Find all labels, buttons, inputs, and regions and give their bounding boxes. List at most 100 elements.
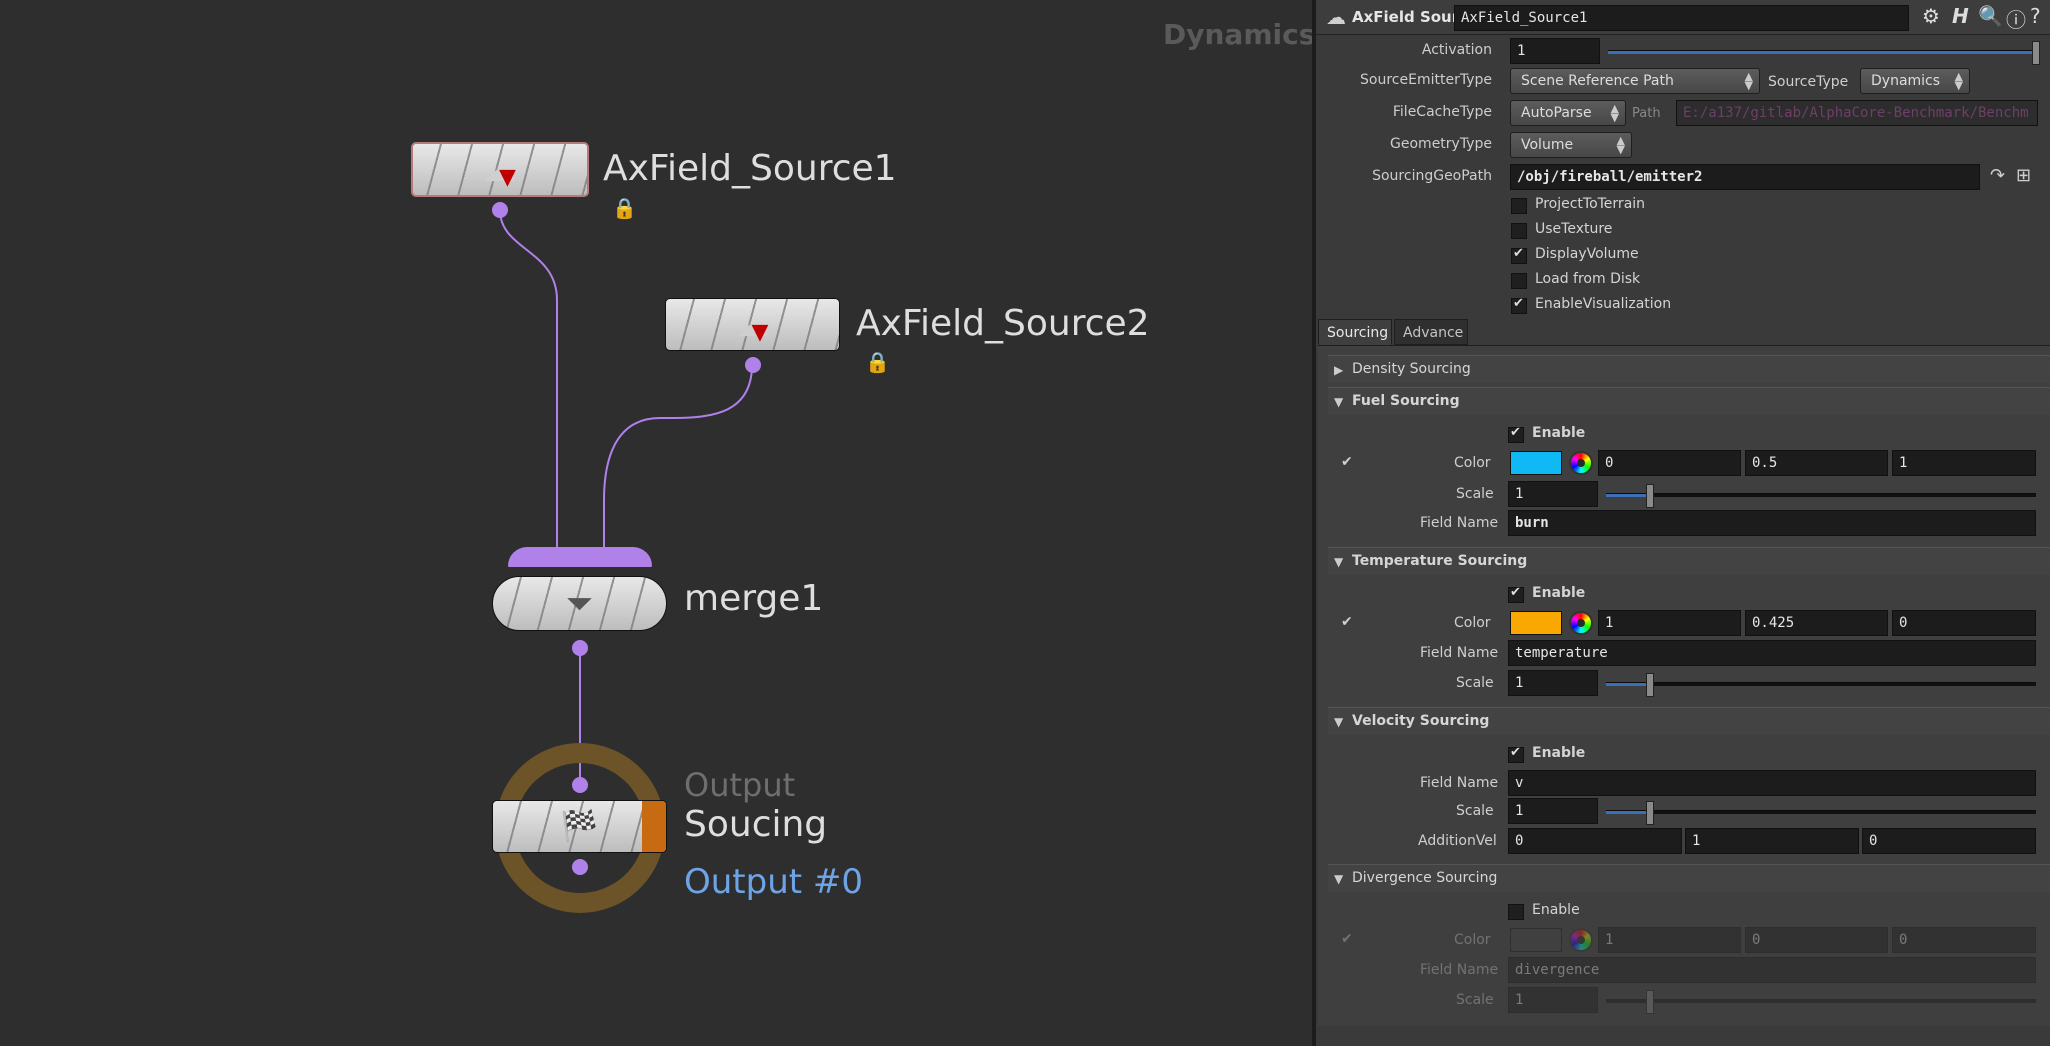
divergence-enable-checkbox[interactable] (1508, 904, 1524, 920)
load-from-disk-checkbox[interactable] (1511, 273, 1527, 289)
source-type-menu[interactable]: Dynamics▲▼ (1860, 68, 1970, 94)
use-texture-checkbox[interactable] (1511, 223, 1527, 239)
temperature-color-swatch[interactable] (1510, 611, 1562, 635)
folder-divergence-sourcing[interactable]: ▼ Divergence Sourcing (1328, 864, 2050, 892)
output-port-output[interactable] (572, 859, 588, 875)
network-editor[interactable]: Dynamics ☁▼ AxField_Source1 🔒 ☁▼ AxField… (0, 0, 1315, 1046)
file-cache-type-label: FileCacheType (1392, 104, 1492, 120)
gear-icon[interactable]: ⚙ (1922, 4, 1940, 28)
output-port-source2[interactable] (745, 357, 761, 373)
node-label-merge: merge1 (684, 578, 824, 619)
geometry-type-menu[interactable]: Volume▲▼ (1510, 132, 1632, 158)
fuel-color-g[interactable]: 0.5 (1745, 450, 1888, 476)
row-source-emitter-type: SourceEmitterType Scene Reference Path▲▼… (1316, 66, 2050, 96)
node-merge1[interactable]: ⏷ (492, 576, 667, 631)
folder-density-sourcing[interactable]: ▶ Density Sourcing (1328, 355, 2050, 383)
node-output-soucing[interactable]: 🏁 (492, 800, 667, 853)
fuel-color-swatch[interactable] (1510, 451, 1562, 475)
fuel-scale-slider[interactable] (1606, 484, 2036, 508)
divergence-scale-label: Scale (1456, 992, 1494, 1008)
project-to-terrain-label: ProjectToTerrain (1535, 196, 1646, 212)
search-icon[interactable]: 🔍 (1978, 4, 2003, 28)
output-port-merge[interactable] (572, 640, 588, 656)
divergence-scale-slider (1606, 990, 2036, 1014)
fuel-color-b[interactable]: 1 (1892, 450, 2036, 476)
row-sourcing-geo-path: SourcingGeoPath /obj/fireball/emitter2 ↷… (1316, 162, 2050, 192)
file-cache-type-menu[interactable]: AutoParse▲▼ (1510, 100, 1626, 126)
info-icon[interactable]: ⓘ (2006, 8, 2026, 32)
collapse-arrow-icon: ▼ (1334, 555, 1344, 569)
help-h-icon[interactable]: H (1952, 4, 1969, 28)
fuel-enable-checkbox[interactable] (1508, 425, 1524, 443)
velocity-scale-field[interactable]: 1 (1508, 798, 1598, 824)
temperature-enable-checkbox[interactable] (1508, 585, 1524, 603)
input-port-output[interactable] (572, 777, 588, 793)
velocity-addvel-y[interactable]: 1 (1685, 828, 1859, 854)
divergence-title: Divergence Sourcing (1352, 870, 1498, 886)
fuel-color-r[interactable]: 0 (1598, 450, 1741, 476)
wire-source1-merge (499, 209, 558, 560)
lock-icon[interactable]: 🔒 (865, 350, 890, 374)
velocity-scale-slider[interactable] (1606, 801, 2036, 825)
tab-advance[interactable]: Advance (1394, 319, 1468, 345)
fuel-field-name[interactable]: burn (1508, 510, 2036, 536)
temperature-color-b[interactable]: 0 (1892, 610, 2036, 636)
temperature-field-label: Field Name (1420, 645, 1499, 661)
sourcing-geo-path-field[interactable]: /obj/fireball/emitter2 (1510, 164, 1980, 190)
display-volume-checkbox[interactable] (1511, 246, 1527, 264)
node-type-label: AxField Source (1352, 8, 1479, 26)
fuel-color-animate-check[interactable]: ✔ (1341, 454, 1353, 470)
lock-icon[interactable]: 🔒 (612, 196, 637, 220)
help-icon[interactable]: ? (2030, 4, 2041, 28)
folder-velocity-sourcing[interactable]: ▼ Velocity Sourcing (1328, 707, 2050, 735)
temperature-color-r[interactable]: 1 (1598, 610, 1741, 636)
collapse-arrow-icon: ▼ (1334, 872, 1344, 886)
param-header: ☁ AxField Source AxField_Source1 ⚙ H 🔍 ⓘ… (1316, 0, 2050, 35)
temperature-scale-label: Scale (1456, 675, 1494, 691)
folder-fuel-sourcing[interactable]: ▼ Fuel Sourcing (1328, 387, 2050, 415)
node-axfield-source2[interactable]: ☁▼ (665, 298, 840, 351)
fuel-scale-field[interactable]: 1 (1508, 481, 1598, 507)
activation-label: Activation (1421, 42, 1492, 58)
fuel-scale-label: Scale (1456, 486, 1494, 502)
fuel-enable-label: Enable (1532, 425, 1586, 441)
velocity-addvel-x[interactable]: 0 (1508, 828, 1682, 854)
velocity-title: Velocity Sourcing (1352, 713, 1490, 729)
node-label-source1: AxField_Source1 (603, 148, 897, 189)
node-name-field[interactable]: AxField_Source1 (1454, 5, 1909, 31)
color-wheel-icon[interactable] (1569, 611, 1593, 635)
temperature-color-g[interactable]: 0.425 (1745, 610, 1888, 636)
project-to-terrain-checkbox[interactable] (1511, 198, 1527, 214)
load-from-disk-label: Load from Disk (1535, 271, 1641, 287)
velocity-field-label: Field Name (1420, 775, 1499, 791)
fuel-color-label: Color (1454, 455, 1491, 471)
folder-temperature-sourcing[interactable]: ▼ Temperature Sourcing (1328, 547, 2050, 575)
node-chooser-icon[interactable]: ⊞ (2016, 165, 2032, 186)
velocity-addvel-z[interactable]: 0 (1862, 828, 2036, 854)
activation-field[interactable]: 1 (1510, 38, 1600, 64)
temperature-scale-slider[interactable] (1606, 673, 2036, 697)
collapse-arrow-icon: ▼ (1334, 715, 1344, 729)
output-port-source1[interactable] (492, 202, 508, 218)
checkered-flag-icon: 🏁 (560, 808, 599, 844)
enable-visualization-label: EnableVisualization (1535, 296, 1672, 312)
enable-visualization-checkbox[interactable] (1511, 296, 1527, 314)
merge-input-bar[interactable] (508, 547, 652, 567)
tab-sourcing[interactable]: Sourcing (1318, 319, 1392, 345)
display-volume-label: DisplayVolume (1535, 246, 1639, 262)
node-axfield-source1[interactable]: ☁▼ (411, 142, 589, 197)
temperature-scale-field[interactable]: 1 (1508, 670, 1598, 696)
temperature-color-animate-check[interactable]: ✔ (1341, 614, 1353, 630)
path-field[interactable]: E:/a137/gitlab/AlphaCore-Benchmark/Bench… (1676, 100, 2038, 126)
activation-slider[interactable] (1608, 41, 2040, 65)
temperature-field-name[interactable]: temperature (1508, 640, 2036, 666)
color-wheel-icon[interactable] (1569, 451, 1593, 475)
density-title: Density Sourcing (1352, 361, 1471, 377)
source-emitter-type-menu[interactable]: Scene Reference Path▲▼ (1510, 68, 1760, 94)
row-geometry-type: GeometryType Volume▲▼ (1316, 130, 2050, 160)
velocity-enable-checkbox[interactable] (1508, 745, 1524, 763)
display-flag[interactable] (642, 801, 666, 852)
velocity-field-name[interactable]: v (1508, 770, 2036, 796)
divergence-enable-label: Enable (1532, 902, 1580, 918)
jump-to-node-icon[interactable]: ↷ (1990, 165, 2006, 186)
